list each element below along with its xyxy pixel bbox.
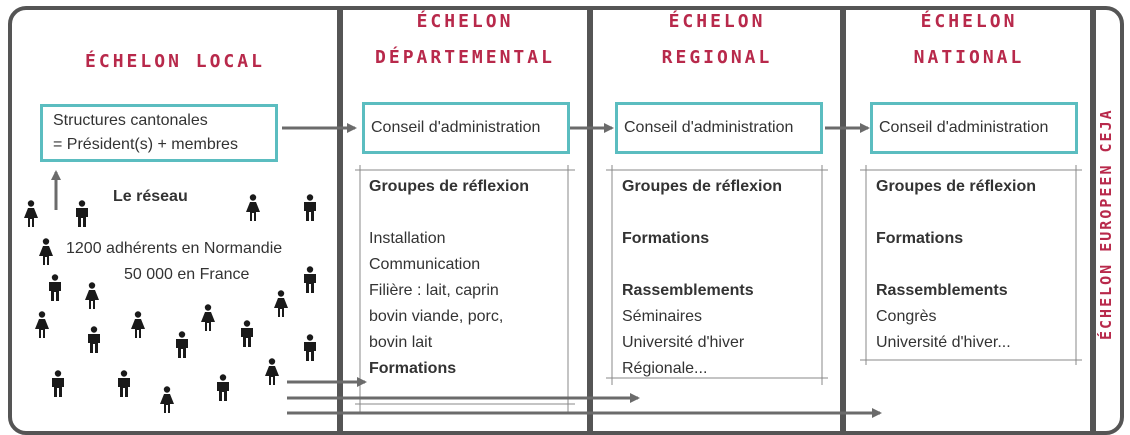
regional-rassemblements: Rassemblements: [622, 282, 754, 299]
header-national-line2: NATIONAL: [913, 47, 1025, 68]
person-male-icon: [241, 320, 253, 347]
dept-item: bovin viande, porc,: [369, 308, 504, 325]
person-female-icon: [35, 311, 49, 338]
person-female-icon: [131, 311, 145, 338]
structures-cantonales-box: Structures cantonales = Président(s) + m…: [40, 104, 278, 162]
person-female-icon: [85, 282, 99, 309]
person-female-icon: [201, 304, 215, 331]
national-inner-frame: [860, 165, 1082, 365]
national-rassemblements: Rassemblements: [876, 282, 1008, 299]
header-national: ÉCHELON NATIONAL: [849, 8, 1089, 72]
header-regional: ÉCHELON REGIONAL: [596, 8, 838, 72]
header-national-line1: ÉCHELON: [920, 11, 1018, 32]
regional-rassemblements-list: Rassemblements Séminaires Université d'h…: [622, 278, 754, 382]
regional-inner-frame: [606, 165, 828, 385]
regional-formations: Formations: [622, 230, 710, 247]
regional-conseil-box: Conseil d'administration: [615, 102, 823, 154]
regional-conseil-label: Conseil d'administration: [624, 119, 794, 136]
outer-frame: [8, 6, 1124, 435]
national-groupes: Groupes de réflexion: [876, 178, 1037, 195]
dept-groupes: Groupes de réflexion: [369, 178, 530, 195]
reseau-line2: 50 000 en France: [124, 266, 250, 283]
dept-item: bovin lait: [369, 334, 433, 351]
dept-item: Installation: [369, 230, 446, 247]
national-formations: Formations: [876, 230, 964, 247]
person-male-icon: [304, 194, 316, 221]
person-male-icon: [76, 200, 88, 227]
reseau-line1: 1200 adhérents en Normandie: [66, 240, 283, 257]
dept-item: Communication: [369, 256, 481, 273]
dept-formations: Formations: [369, 360, 457, 377]
national-item: Congrès: [876, 308, 937, 325]
person-male-icon: [304, 334, 316, 361]
person-female-icon: [265, 358, 279, 385]
national-conseil-label: Conseil d'administration: [879, 119, 1049, 136]
national-rassemblements-list: Rassemblements Congrès Université d'hive…: [876, 278, 1011, 356]
reseau-title: Le réseau: [113, 188, 188, 205]
person-male-icon: [304, 266, 316, 293]
dept-items-list: Installation Communication Filière : lai…: [369, 226, 503, 382]
structures-line2: = Président(s) + membres: [53, 136, 238, 153]
person-male-icon: [217, 374, 229, 401]
national-conseil-box: Conseil d'administration: [870, 102, 1078, 154]
dept-conseil-label: Conseil d'administration: [371, 119, 541, 136]
dept-conseil-box: Conseil d'administration: [362, 102, 570, 154]
person-female-icon: [24, 200, 38, 227]
person-female-icon: [39, 238, 53, 265]
person-female-icon: [160, 386, 174, 413]
header-departemental-line2: DÉPARTEMENTAL: [375, 47, 555, 68]
header-europeen: ÉCHELON EUROPEEN CEJA: [1097, 108, 1115, 340]
header-local-label: ÉCHELON LOCAL: [85, 51, 265, 72]
header-local: ÉCHELON LOCAL: [60, 48, 290, 76]
person-male-icon: [49, 274, 61, 301]
person-male-icon: [176, 331, 188, 358]
structures-line1: Structures cantonales: [53, 112, 208, 129]
person-male-icon: [118, 370, 130, 397]
person-male-icon: [52, 370, 64, 397]
regional-item: Régionale...: [622, 360, 708, 377]
header-regional-line1: ÉCHELON: [668, 11, 766, 32]
dept-item: Filière : lait, caprin: [369, 282, 499, 299]
national-item: Université d'hiver...: [876, 334, 1011, 351]
regional-item: Séminaires: [622, 308, 703, 325]
person-female-icon: [246, 194, 260, 221]
header-departemental-line1: ÉCHELON: [416, 11, 514, 32]
header-departemental: ÉCHELON DÉPARTEMENTAL: [345, 8, 585, 72]
regional-groupes: Groupes de réflexion: [622, 178, 783, 195]
person-female-icon: [274, 290, 288, 317]
header-regional-line2: REGIONAL: [661, 47, 773, 68]
regional-item: Université d'hiver: [622, 334, 745, 351]
person-male-icon: [88, 326, 100, 353]
dept-inner-frame: [355, 165, 575, 412]
